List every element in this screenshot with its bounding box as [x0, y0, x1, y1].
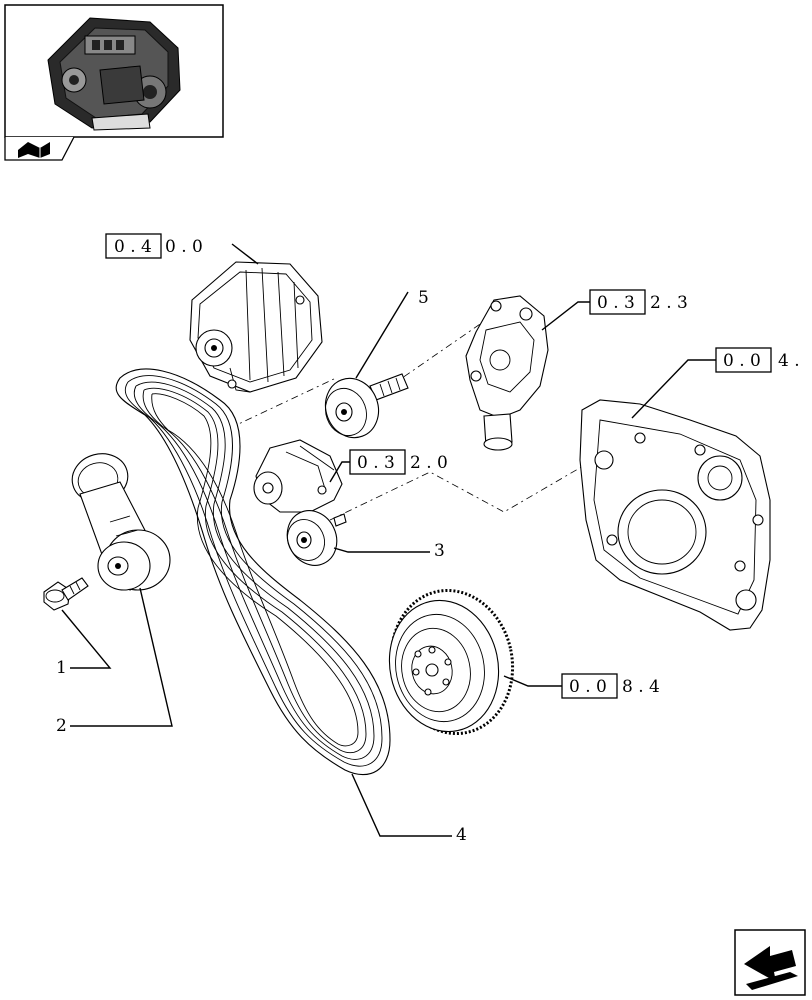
ref-alternator[interactable]: 0 . 4 0 . 0 — [105, 233, 203, 259]
damper-pulley[interactable] — [377, 579, 525, 745]
next-page-button[interactable] — [734, 929, 806, 996]
ref-alternator-box: 0 . 4 — [114, 237, 152, 257]
idler-pulley-3[interactable] — [278, 502, 347, 573]
tensioner-bracket[interactable] — [253, 439, 343, 513]
poly-v-belt[interactable] — [115, 368, 391, 776]
callout-1: 1 — [56, 658, 67, 678]
ref-timing-cover-rest: 4 . — [778, 351, 800, 371]
callout-3: 3 — [434, 541, 445, 561]
water-pump[interactable] — [465, 295, 549, 451]
ref-tensioner-bracket[interactable]: 0 . 3 2 . 0 — [349, 449, 448, 475]
ref-water-pump[interactable]: 0 . 3 2 . 3 — [589, 289, 688, 315]
ref-water-pump-box: 0 . 3 — [597, 293, 635, 313]
idler-pulley-5[interactable] — [317, 371, 409, 445]
callout-5: 5 — [418, 288, 429, 308]
ref-tensioner-bracket-rest: 2 . 0 — [410, 453, 448, 473]
engine-thumbnail-icon — [47, 17, 181, 131]
callout-4: 4 — [456, 825, 467, 845]
ref-tensioner-bracket-box: 0 . 3 — [357, 453, 395, 473]
ref-damper-pulley-rest: 8 . 4 — [622, 677, 660, 697]
callout-2: 2 — [56, 716, 67, 736]
ref-timing-cover-box: 0 . 0 — [723, 351, 761, 371]
book-icon — [18, 142, 50, 158]
engine-thumbnail[interactable] — [4, 4, 224, 161]
ref-timing-cover[interactable]: 0 . 0 4 . — [715, 347, 800, 373]
ref-damper-pulley-box: 0 . 0 — [569, 677, 607, 697]
timing-cover[interactable] — [579, 399, 771, 631]
next-page-arrow-icon — [744, 946, 798, 990]
ref-damper-pulley[interactable]: 0 . 0 8 . 4 — [561, 673, 660, 699]
flange-bolt-1[interactable] — [43, 577, 89, 611]
alternator[interactable] — [189, 261, 323, 393]
ref-alternator-rest: 0 . 0 — [165, 237, 203, 257]
automatic-tensioner-2[interactable] — [67, 448, 171, 591]
ref-water-pump-rest: 2 . 3 — [650, 293, 688, 313]
